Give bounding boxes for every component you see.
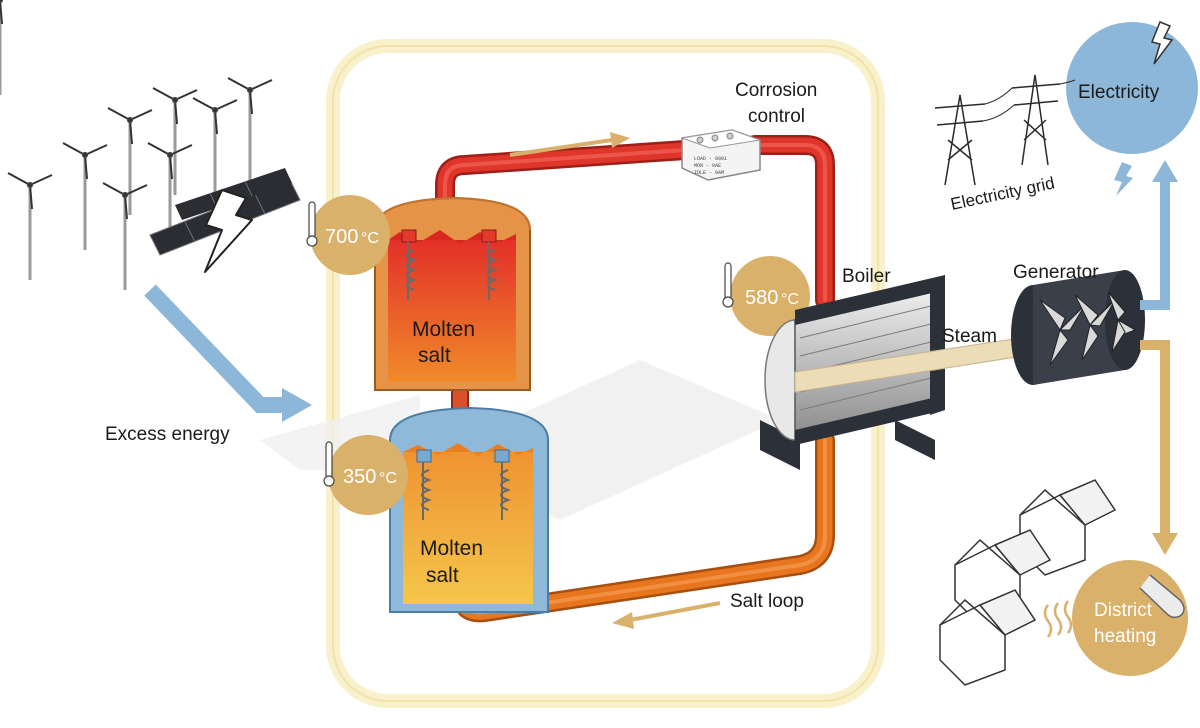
cold-tank-temperature-badge: 350 °C bbox=[323, 435, 408, 515]
generator bbox=[1011, 270, 1145, 385]
lightning-icon bbox=[1150, 21, 1174, 65]
electricity-grid-pylons-icon bbox=[934, 74, 1076, 186]
electricity-label: Electricity bbox=[1078, 82, 1160, 103]
cold-tank-salt-label-line2: salt bbox=[426, 564, 459, 587]
lightning-icon-small bbox=[1114, 162, 1133, 196]
hot-tank-temperature-badge: 700 °C bbox=[306, 195, 390, 275]
electricity-grid-label: Electricity grid bbox=[949, 173, 1056, 214]
district-heating-node bbox=[1072, 560, 1188, 676]
hot-salt-pipe bbox=[435, 135, 835, 310]
district-heating-label-line1: District bbox=[1094, 600, 1153, 621]
heat-waves-icon bbox=[1043, 600, 1073, 638]
cold-tank-salt-label-line1: Molten bbox=[420, 537, 483, 560]
electricity-node bbox=[1066, 21, 1198, 196]
generator-label: Generator bbox=[1013, 262, 1099, 283]
boiler-temperature-badge: 580 °C bbox=[722, 256, 810, 336]
hot-tank-salt-label-line1: Molten bbox=[412, 318, 475, 341]
hot-tank-salt-label-line2: salt bbox=[418, 344, 451, 367]
district-heating-label-line2: heating bbox=[1094, 626, 1156, 647]
boiler-label: Boiler bbox=[842, 266, 891, 287]
cold-tank bbox=[389, 406, 549, 613]
flow-arrow-bottom bbox=[612, 601, 721, 629]
boiler-temperature: 580 bbox=[745, 287, 778, 309]
corrosion-readout-1: LOAD - 0001 bbox=[694, 156, 727, 162]
flow-arrow-top bbox=[509, 132, 630, 157]
cold-tank-temperature-unit: °C bbox=[379, 470, 397, 487]
cold-tank-temperature: 350 bbox=[343, 466, 376, 488]
wind-turbines-icon bbox=[0, 0, 274, 292]
boiler-temperature-unit: °C bbox=[781, 291, 799, 308]
salt-loop-label: Salt loop bbox=[730, 591, 804, 612]
corrosion-control-label-line1: Corrosion bbox=[735, 80, 817, 101]
lightning-bolt-icon bbox=[204, 189, 253, 273]
corrosion-readout-3: IDLE - 0AM bbox=[694, 170, 724, 176]
hot-tank-temperature: 700 bbox=[325, 226, 358, 248]
electricity-output-arrow bbox=[1140, 160, 1178, 310]
excess-energy-arrow bbox=[144, 284, 312, 422]
corrosion-control-unit: LOAD - 0001 MON - 0AE IDLE - 0AM bbox=[681, 129, 761, 181]
houses-icon bbox=[939, 479, 1117, 686]
district-heating-arrow bbox=[1140, 340, 1178, 555]
corrosion-readout-2: MON - 0AE bbox=[694, 163, 721, 169]
hot-tank bbox=[374, 196, 531, 391]
steam-label: Steam bbox=[942, 326, 997, 347]
heating-pipe-icon bbox=[1139, 574, 1185, 619]
hot-tank-temperature-unit: °C bbox=[361, 230, 379, 247]
excess-energy-label: Excess energy bbox=[105, 424, 230, 445]
corrosion-control-label-line2: control bbox=[748, 106, 805, 127]
